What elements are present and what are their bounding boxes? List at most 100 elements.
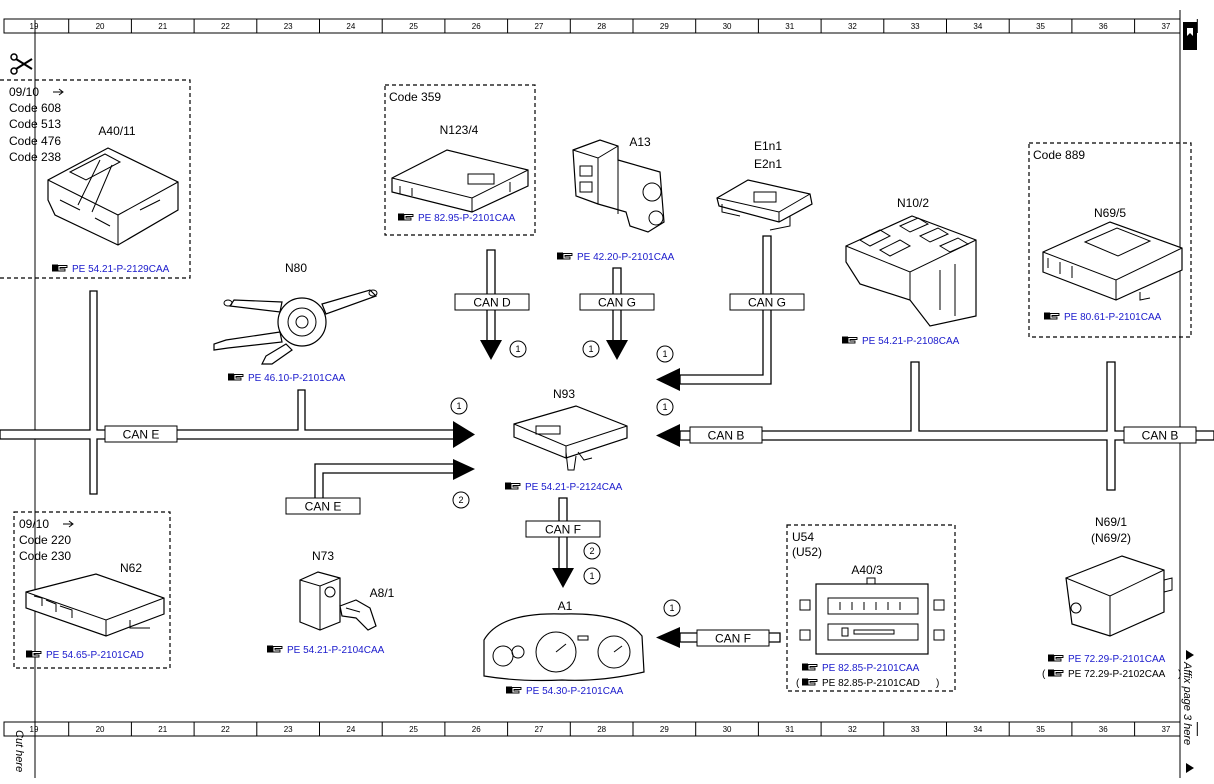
svg-text:1: 1 [669,603,674,613]
svg-text:N69/1: N69/1 [1095,515,1127,529]
arrow-marker-icon [1186,650,1194,660]
svg-text:PE 42.20-P-2101CAA: PE 42.20-P-2101CAA [577,252,675,263]
svg-text:CAN B: CAN B [1142,429,1179,443]
ref-n62: PE 54.65-P-2101CAD [25,650,144,661]
ruler-number: 33 [911,22,920,31]
marker-circle: 1 [582,340,600,358]
ref-a40-3: PE 82.85-P-2101CAA ( PE 82.85-P-2101CAD … [796,663,939,689]
marker-circle: 1 [583,567,601,585]
bus-label-can-d: CAN D [454,293,530,311]
svg-text:PE 72.29-P-2102CAA: PE 72.29-P-2102CAA [1068,669,1166,680]
svg-text:09/10: 09/10 [19,517,49,531]
marker-circle: 1 [509,340,527,358]
arrow-marker-icon [1186,763,1194,773]
ref-a40-11: PE 54.21-P-2129CAA [51,264,170,275]
arrow-icon [552,568,574,588]
marker-circle: 1 [663,599,681,617]
ruler-number: 21 [158,725,167,734]
arrow-icon [656,368,680,391]
component-n93: N93 PE 54.21-P-2124CAA [504,387,628,493]
group-box-u54 [786,524,956,692]
group-header-n62: 09/10 Code 220 Code 230 [19,517,74,563]
svg-text:E2n1: E2n1 [754,157,782,171]
ruler-number: 29 [660,22,669,31]
arrow-icon [656,424,680,447]
bus-label-can-b-right: CAN B [1123,426,1197,444]
ref-n93: PE 54.21-P-2124CAA [504,482,623,493]
ruler-number: 21 [158,22,167,31]
ruler-number: 37 [1161,725,1170,734]
svg-text:2: 2 [458,495,463,505]
svg-text:(N69/2): (N69/2) [1091,531,1131,545]
ref-n10-2: PE 54.21-P-2108CAA [841,336,960,347]
n62-device-icon [25,573,165,637]
bus-label-can-b: CAN B [689,426,763,444]
can-e-bus-line [0,290,456,495]
a1-device-icon [483,613,645,682]
group-box-n123-4 [384,84,536,236]
svg-text:A40/11: A40/11 [98,124,135,138]
arrow-icon [453,421,475,448]
n69-1-device-icon [1065,555,1173,637]
bus-label-can-e-n73: CAN E [285,497,361,515]
component-a40-3: A40/3 PE 82.85-P-2101CAA ( PE 82.85-P-21… [796,563,945,689]
svg-text:CAN D: CAN D [473,296,511,310]
group-header-a40-11: 09/10 Code 608 Code 513 Code 476 Code 23… [9,85,64,164]
svg-text:PE 82.95-P-2101CAA: PE 82.95-P-2101CAA [418,213,516,224]
group-header-n69-5: Code 889 [1033,148,1085,162]
svg-text:A8/1: A8/1 [370,586,395,600]
affix-page-label: Affix page 3 here [1181,661,1193,745]
ruler-number: 33 [911,725,920,734]
arrow-right-icon [63,520,74,528]
svg-text:(: ( [796,678,800,689]
a40-3-device-icon [799,577,945,655]
marker-circle: 1 [450,397,468,415]
svg-text:A13: A13 [629,135,651,149]
svg-text:N93: N93 [553,387,575,401]
svg-text:CAN E: CAN E [123,428,160,442]
marker-circle: 2 [452,491,470,509]
component-n69-5: N69/5 PE 80.61-P-2101CAA [1042,206,1183,323]
svg-text:PE 82.85-P-2101CAA: PE 82.85-P-2101CAA [822,663,920,674]
ruler-number: 27 [534,22,543,31]
svg-text:(: ( [1042,669,1046,680]
ruler-number: 34 [973,725,982,734]
svg-text:): ) [936,678,939,689]
can-e-bus-line-n73 [314,463,456,501]
ruler-number: 36 [1099,22,1108,31]
svg-text:PE 54.30-P-2101CAA: PE 54.30-P-2101CAA [526,686,624,697]
ruler-frame [3,18,1181,34]
arrow-icon [453,459,475,480]
arrow-icon [480,340,502,360]
svg-text:N123/4: N123/4 [440,123,479,137]
svg-text:A1: A1 [558,599,573,613]
ruler-number: 37 [1161,22,1170,31]
n93-device-icon [513,405,628,471]
component-n10-2: N10/2 PE 54.21-P-2108CAA [841,196,977,347]
ruler-number: 25 [409,22,418,31]
ruler-number: 31 [785,725,794,734]
svg-text:N69/5: N69/5 [1094,206,1126,220]
svg-text:1: 1 [515,344,520,354]
ref-n69-1: PE 72.29-P-2101CAA ( PE 72.29-P-2102CAA … [1042,654,1181,680]
svg-text:1: 1 [662,349,667,359]
group-box-n62 [13,511,171,669]
ruler-number: 24 [346,725,355,734]
marker-circle: 2 [583,542,601,560]
ruler-number: 26 [472,22,481,31]
group-box-a40-11 [0,79,191,279]
svg-text:PE 54.21-P-2124CAA: PE 54.21-P-2124CAA [525,482,623,493]
component-a13: A13 PE 42.20-P-2101CAA [556,135,675,263]
ruler-number: 20 [96,725,105,734]
a13-device-icon [572,139,665,233]
component-a1: A1 PE 54.30-P-2101CAA [483,599,645,697]
svg-text:1: 1 [589,571,594,581]
ruler-number: 35 [1036,22,1045,31]
ruler-number: 22 [221,22,230,31]
ruler-number: 29 [660,725,669,734]
svg-text:PE 54.21-P-2108CAA: PE 54.21-P-2108CAA [862,336,960,347]
ref-n73: PE 54.21-P-2104CAA [266,645,385,656]
ref-n69-5: PE 80.61-P-2101CAA [1043,312,1162,323]
svg-text:Code 608: Code 608 [9,101,61,115]
